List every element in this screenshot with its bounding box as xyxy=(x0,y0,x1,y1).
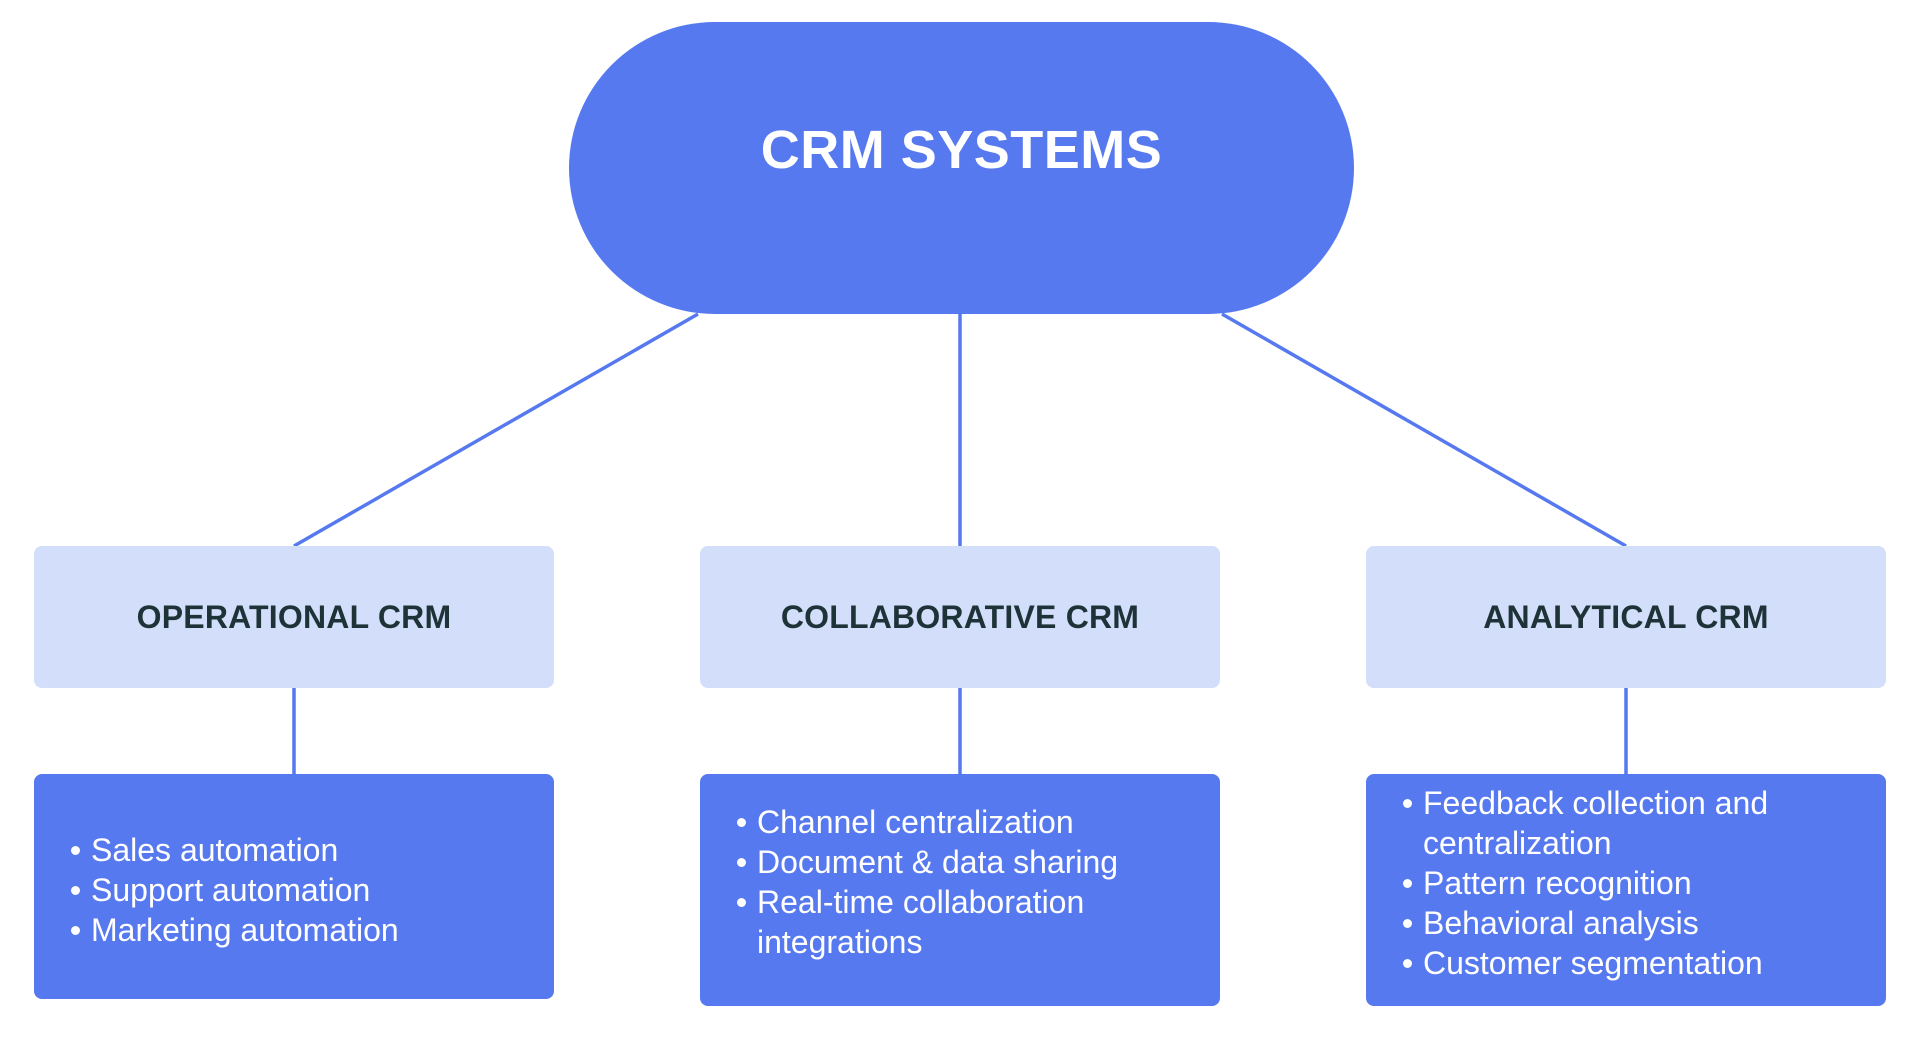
list-item: Channel centralization xyxy=(735,802,1194,842)
list-item: Customer segmentation xyxy=(1401,943,1860,983)
feature-list: Sales automation Support automation Mark… xyxy=(69,830,528,950)
list-item: Feedback collection and centralization xyxy=(1401,783,1860,863)
list-item: Document & data sharing xyxy=(735,842,1194,882)
feature-list: Channel centralization Document & data s… xyxy=(735,802,1194,962)
list-item: Behavioral analysis xyxy=(1401,903,1860,943)
category-analytical-crm: ANALYTICAL CRM xyxy=(1366,546,1886,688)
list-item: Sales automation xyxy=(69,830,528,870)
details-analytical-crm: Feedback collection and centralization P… xyxy=(1366,774,1886,1006)
category-operational-crm: OPERATIONAL CRM xyxy=(34,546,554,688)
details-operational-crm: Sales automation Support automation Mark… xyxy=(34,774,554,999)
list-item: Support automation xyxy=(69,870,528,910)
list-item: Real-time collaboration integrations xyxy=(735,882,1194,962)
category-label: ANALYTICAL CRM xyxy=(1483,598,1769,635)
connector-root-operational xyxy=(293,312,699,548)
root-node-crm-systems: CRM SYSTEMS xyxy=(569,22,1354,314)
details-collaborative-crm: Channel centralization Document & data s… xyxy=(700,774,1220,1006)
list-item: Pattern recognition xyxy=(1401,863,1860,903)
list-item: Marketing automation xyxy=(69,910,528,950)
connector-root-analytical xyxy=(1221,312,1627,548)
category-label: OPERATIONAL CRM xyxy=(136,598,452,635)
category-collaborative-crm: COLLABORATIVE CRM xyxy=(700,546,1220,688)
category-label: COLLABORATIVE CRM xyxy=(780,598,1140,635)
feature-list: Feedback collection and centralization P… xyxy=(1401,783,1860,983)
root-title: CRM SYSTEMS xyxy=(760,120,1163,180)
